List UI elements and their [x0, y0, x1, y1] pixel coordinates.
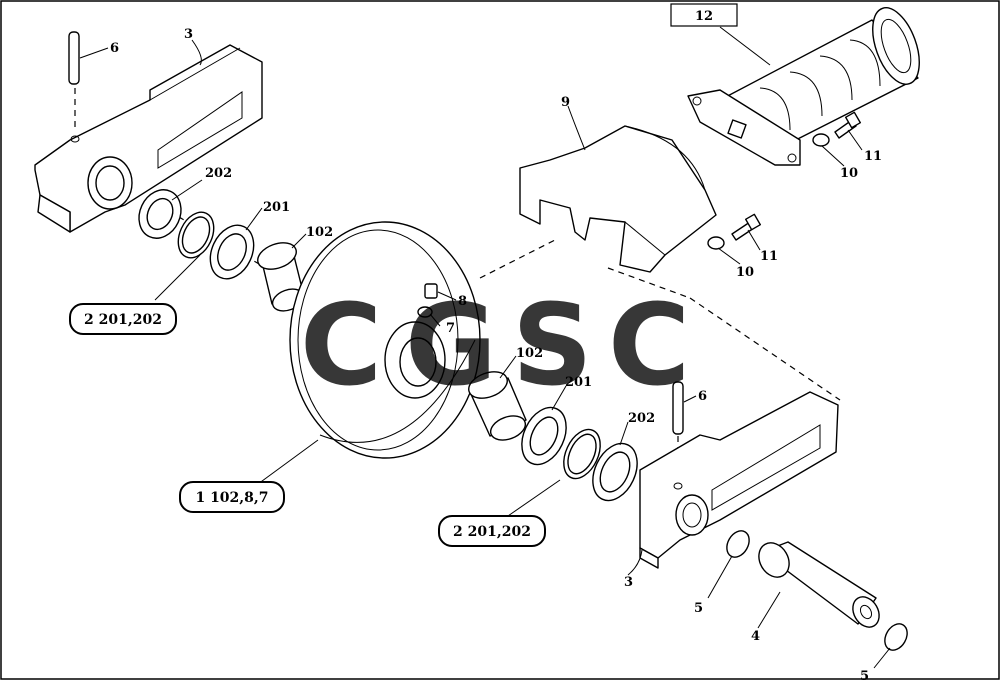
kit-box-left: 2 201,202	[69, 303, 177, 335]
callout-10-mid: 10	[736, 265, 754, 280]
seal-201-top	[209, 224, 255, 280]
callout-201-top: 201	[263, 200, 290, 215]
watermark-letter-c1: C	[300, 281, 382, 411]
callout-11-top: 11	[864, 149, 882, 164]
guide-bracket-9	[519, 125, 717, 273]
callout-9: 9	[561, 95, 570, 110]
seal-202-mid	[592, 442, 638, 502]
callout-12: 12	[695, 9, 713, 24]
idler-box: 1 102,8,7	[179, 481, 285, 513]
callout-4: 4	[751, 629, 760, 644]
watermark-letter-c2: C	[608, 281, 690, 411]
snap-ring-5-mid	[726, 530, 750, 558]
callout-6-mid: 6	[698, 389, 707, 404]
oring-7	[417, 306, 433, 318]
callout-202-top: 202	[205, 166, 232, 181]
pin-top	[68, 31, 80, 85]
callout-labels: 6 3 202 201 102 9 11 10 11 10 8 7 102 20…	[110, 27, 882, 684]
cgsc-watermark: C G S C	[300, 281, 690, 411]
kit-label-left: 2 201,202	[84, 312, 162, 328]
callout-201-mid: 201	[565, 375, 592, 390]
watermark-letter-g: G	[405, 281, 497, 411]
callout-102-top: 102	[306, 225, 333, 240]
watermark-letter-s: S	[512, 281, 593, 411]
callout-6-top: 6	[110, 41, 119, 56]
callout-5-bot: 5	[860, 669, 869, 684]
washer-10-top	[812, 133, 830, 147]
callout-3-bot: 3	[624, 575, 633, 590]
callout-12-box: 12	[670, 3, 738, 27]
idler-wheel	[289, 221, 481, 459]
bracket-top-left	[34, 44, 263, 233]
washer-10-mid	[707, 236, 725, 250]
ring-mid	[563, 428, 601, 480]
callout-10-top: 10	[840, 166, 858, 181]
axle-4	[758, 541, 880, 628]
callout-5-mid: 5	[694, 601, 703, 616]
spring-12	[687, 7, 920, 166]
kit-box-right: 2 201,202	[438, 515, 546, 547]
seal-202-top	[138, 189, 182, 239]
callout-3-top: 3	[184, 27, 193, 42]
plug-8	[424, 283, 438, 299]
bushing-102-mid	[468, 371, 527, 441]
idler-label: 1 102,8,7	[195, 490, 268, 506]
pin-mid	[672, 381, 684, 435]
bracket-bottom-right	[639, 391, 839, 569]
leader-lines	[79, 26, 891, 669]
bolt-11-mid	[731, 213, 762, 241]
callout-202-mid: 202	[628, 411, 655, 426]
ring-top	[177, 211, 215, 259]
snap-ring-5-bot	[884, 623, 908, 651]
seal-201-mid	[521, 406, 567, 466]
callout-7: 7	[446, 321, 455, 336]
bolt-11-top	[834, 111, 862, 139]
callout-8: 8	[458, 294, 467, 309]
callout-102-mid: 102	[516, 346, 543, 361]
callout-11-mid: 11	[760, 249, 778, 264]
kit-label-right: 2 201,202	[453, 524, 531, 540]
